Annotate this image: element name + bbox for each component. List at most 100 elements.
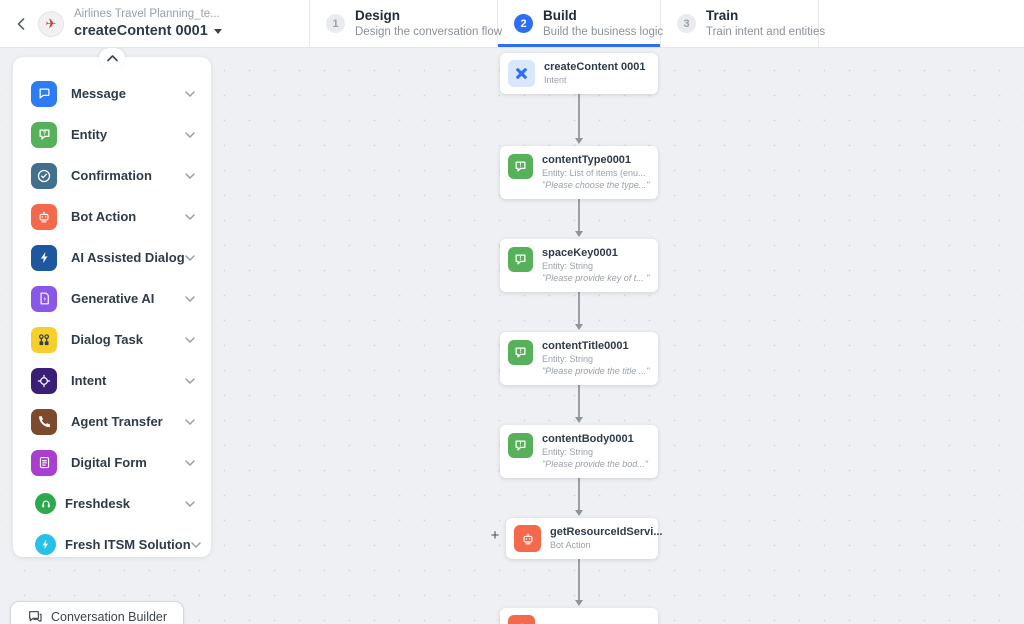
bot-name: Airlines Travel Planning_te... <box>74 8 220 21</box>
collapse-palette-button[interactable] <box>99 48 125 68</box>
palette-item-generative-ai[interactable]: Generative AI <box>13 278 211 319</box>
conversation-builder-tab[interactable]: Conversation Builder <box>10 601 185 624</box>
chevron-down-icon[interactable] <box>185 131 195 138</box>
palette-item-entity[interactable]: ? Entity <box>13 114 211 155</box>
digital-form-icon <box>31 449 57 476</box>
step-number-badge: 2 <box>514 14 533 33</box>
node-title: getResourceIdServi... <box>550 526 663 538</box>
chat-icon <box>29 611 42 622</box>
add-node-button[interactable]: + <box>487 528 503 544</box>
palette-item-label: Freshdesk <box>65 496 131 511</box>
svg-text:?: ? <box>42 131 46 137</box>
chevron-up-icon <box>106 54 118 61</box>
svg-text:!: ! <box>520 163 522 169</box>
agent-transfer-icon <box>31 408 57 435</box>
title-block: Airlines Travel Planning_te... createCon… <box>74 7 222 40</box>
chevron-left-icon <box>17 17 25 30</box>
palette-item-label: Agent Transfer <box>71 414 163 429</box>
entity-node-icon: ! <box>508 247 533 272</box>
svg-text:!: ! <box>520 442 522 448</box>
dialog-name-dropdown[interactable]: createContent 0001 <box>74 22 222 40</box>
top-header: ✈ Airlines Travel Planning_te... createC… <box>0 0 1024 48</box>
palette-item-freshdesk[interactable]: Freshdesk <box>13 483 211 524</box>
flow-node-intent[interactable]: createContent 0001 Intent <box>500 53 658 94</box>
node-title: contentBody0001 <box>542 433 634 445</box>
flow-node-entity[interactable]: ! spaceKey0001 Entity: String "Please pr… <box>500 239 658 292</box>
step-description: Build the business logic <box>543 25 664 38</box>
entity-node-icon: ! <box>508 433 533 458</box>
flow-node-entity[interactable]: ! contentType0001 Entity: List of items … <box>500 146 658 199</box>
palette-item-label: Confirmation <box>71 168 152 183</box>
palette-item-intent[interactable]: Intent <box>13 360 211 401</box>
component-palette: Message ? Entity Confirmation <box>13 48 211 557</box>
palette-item-bot-action[interactable]: Bot Action <box>13 196 211 237</box>
dialog-task-icon <box>31 326 57 353</box>
palette-item-agent-transfer[interactable]: Agent Transfer <box>13 401 211 442</box>
palette-item-label: Intent <box>71 373 107 388</box>
message-icon <box>31 80 57 107</box>
chevron-down-icon[interactable] <box>185 213 195 220</box>
palette-item-label: Fresh ITSM Solution <box>65 537 191 552</box>
palette-item-confirmation[interactable]: Confirmation <box>13 155 211 196</box>
chevron-down-icon[interactable] <box>190 541 201 548</box>
node-prompt: "Please choose the type..." <box>542 180 650 191</box>
palette-item-label: Generative AI <box>71 291 155 306</box>
palette-item-message[interactable]: Message <box>13 73 211 114</box>
node-prompt: "Please provide the title ..." <box>542 366 650 377</box>
bot-action-node-icon <box>508 615 535 624</box>
ai-assisted-dialog-icon <box>31 244 57 271</box>
node-subtitle: Entity: String <box>542 446 594 457</box>
dialog-header: ✈ Airlines Travel Planning_te... createC… <box>0 0 310 47</box>
step-description: Design the conversation flow <box>355 25 503 38</box>
palette-item-label: Digital Form <box>71 455 147 470</box>
bot-action-icon <box>31 203 57 230</box>
bot-avatar: ✈ <box>38 10 64 37</box>
chevron-down-icon[interactable] <box>185 254 195 261</box>
palette-item-fresh-itsm-solution[interactable]: Fresh ITSM Solution <box>13 524 211 565</box>
chevron-down-icon[interactable] <box>185 336 195 343</box>
node-title: createContent 0001 <box>544 61 646 73</box>
flow-connector <box>574 285 583 330</box>
flow-canvas[interactable]: createContent 0001 Intent ! contentType0… <box>0 48 1024 624</box>
node-subtitle: Intent <box>544 74 567 85</box>
chevron-down-icon[interactable] <box>185 459 195 466</box>
svg-text:!: ! <box>520 349 522 355</box>
step-label: Build <box>543 8 577 24</box>
flow-node-bot-action[interactable] <box>500 608 658 624</box>
svg-text:!: ! <box>520 256 522 262</box>
entity-node-icon: ! <box>508 340 533 365</box>
back-button[interactable] <box>10 13 32 35</box>
tab-build[interactable]: 2 Build Build the business logic <box>498 0 664 47</box>
confirmation-icon <box>31 162 57 189</box>
flow-node-entity[interactable]: ! contentTitle0001 Entity: String "Pleas… <box>500 332 658 385</box>
entity-icon: ? <box>31 121 57 148</box>
intent-node-icon <box>508 60 535 87</box>
node-title: contentType0001 <box>542 154 632 166</box>
intent-icon <box>31 367 57 394</box>
palette-item-label: Message <box>71 86 126 101</box>
node-subtitle: Entity: String <box>542 260 594 271</box>
conversation-builder-label: Conversation Builder <box>51 610 168 624</box>
palette-item-label: AI Assisted Dialog <box>71 250 185 265</box>
tab-design[interactable]: 1 Design Design the conversation flow <box>310 0 502 47</box>
flow-node-entity[interactable]: ! contentBody0001 Entity: String "Please… <box>500 425 658 478</box>
node-subtitle: Bot Action <box>550 539 591 550</box>
freshdesk-icon <box>35 493 56 514</box>
entity-node-icon: ! <box>508 154 533 179</box>
chevron-down-icon[interactable] <box>185 90 195 97</box>
chevron-down-icon[interactable] <box>185 418 195 425</box>
flow-node-bot-action[interactable]: getResourceIdServi... Bot Action <box>506 518 663 559</box>
chevron-down-icon[interactable] <box>185 172 195 179</box>
chevron-down-icon[interactable] <box>185 377 195 384</box>
chevron-down-icon <box>213 29 222 35</box>
palette-item-label: Bot Action <box>71 209 137 224</box>
tab-train[interactable]: 3 Train Train intent and entities <box>661 0 825 47</box>
palette-item-dialog-task[interactable]: Dialog Task <box>13 319 211 360</box>
node-title: contentTitle0001 <box>542 340 629 352</box>
palette-item-digital-form[interactable]: Digital Form <box>13 442 211 483</box>
chevron-down-icon[interactable] <box>185 500 195 507</box>
chevron-down-icon[interactable] <box>185 295 195 302</box>
palette-item-ai-assisted-dialog[interactable]: AI Assisted Dialog <box>13 237 211 278</box>
flow-connector <box>574 93 583 144</box>
node-subtitle: Entity: String <box>542 353 594 364</box>
